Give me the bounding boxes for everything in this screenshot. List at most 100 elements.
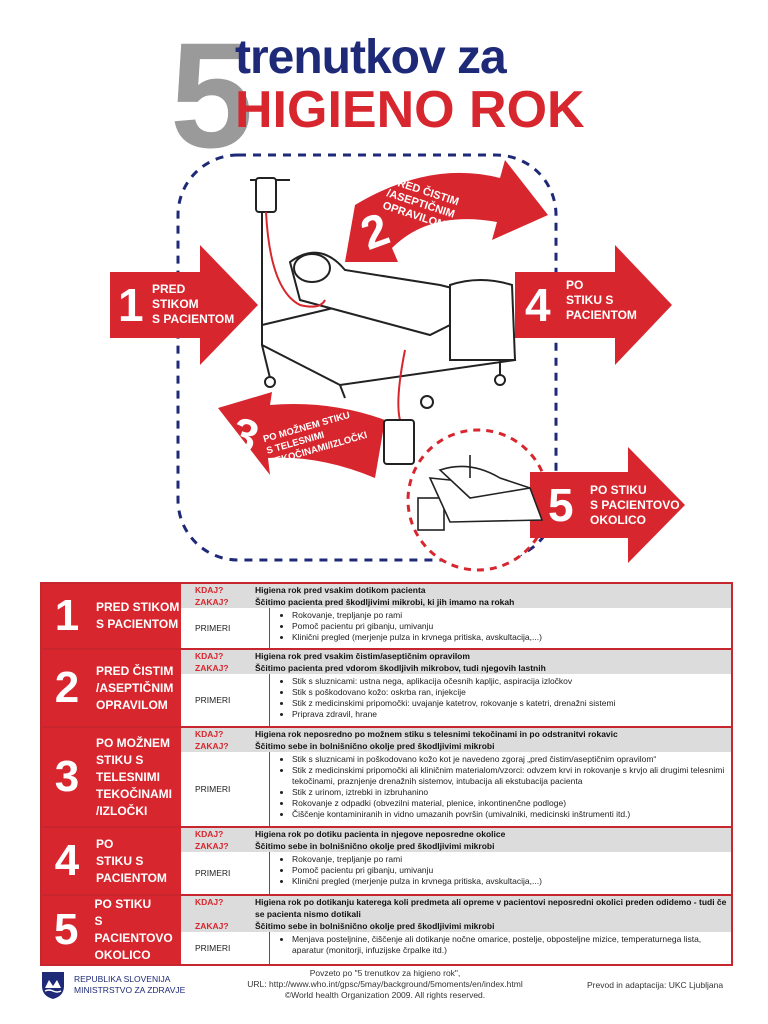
row-body: KDAJ?Higiena rok pred vsakim čistim/asep…	[181, 650, 731, 726]
when-text: Higiena rok po dotikanju katerega koli p…	[255, 897, 727, 919]
org-line-1: REPUBLIKA SLOVENIJA	[74, 974, 171, 984]
ministry-logo-block: REPUBLIKA SLOVENIJA MINISTRSTVO ZA ZDRAV…	[40, 970, 185, 1000]
examples-list: Rokovanje, trepljanje po rami Pomoč paci…	[270, 608, 542, 648]
moment-1-label-line: STIKOM	[152, 297, 199, 311]
arrow-1	[110, 245, 258, 365]
moment-1-label-line: PRED	[152, 282, 186, 296]
row-number: 3	[54, 752, 80, 801]
drain-bag-icon	[383, 419, 415, 465]
coat-of-arms-icon	[42, 972, 64, 999]
examples-label: PRIMERI	[181, 752, 270, 826]
moment-5-number: 5	[548, 479, 574, 531]
moment-1-label-line: S PACIENTOM	[152, 312, 235, 326]
why-label: ZAKAJ?	[195, 663, 229, 673]
source-line-2: URL: http://www.who.int/gpsc/5may/backgr…	[247, 979, 523, 989]
drain-line	[397, 349, 406, 421]
examples-block: PRIMERI Stik s sluznicami: ustna nega, a…	[181, 674, 731, 726]
row-body: KDAJ? Higiena rok pred vsakim dotikom pac…	[181, 584, 731, 648]
why-text: Ščitimo pacienta pred vdorom škodljivih …	[255, 663, 546, 673]
moment-4-number: 4	[525, 279, 551, 331]
why-text: Ščitimo pacienta pred škodljivimi mikrob…	[255, 597, 515, 607]
examples-list: Rokovanje, trepljanje po rami Pomoč paci…	[270, 852, 542, 894]
row-label-line: PO MOŽNEM	[96, 735, 170, 750]
ministry-text: REPUBLIKA SLOVENIJA MINISTRSTVO ZA ZDRAV…	[74, 974, 185, 996]
row-label-line: STIKU S	[96, 752, 144, 767]
moment-5-label-line: S PACIENTOVO	[590, 498, 680, 512]
example-item: Stik s sluznicami: ustna nega, aplikacij…	[292, 676, 615, 687]
why-text: Ščitimo sebe in bolnišnično okolje pred …	[255, 841, 495, 851]
source-credit: Povzeto po "5 trenutkov za higieno rok",…	[235, 968, 535, 1001]
moment-4-label: PO STIKU S PACIENTOM	[566, 278, 637, 323]
example-item: Stik z medicinskimi pripomočki: uvajanje…	[292, 698, 615, 709]
row-label-line: S PACIENTOM	[96, 617, 179, 631]
row-label-line: OPRAVILOM	[96, 697, 168, 712]
examples-label: PRIMERI	[181, 674, 270, 726]
row-label-line: /ASEPTIČNIM	[96, 680, 174, 695]
why-label: ZAKAJ?	[195, 921, 229, 931]
org-line-2: MINISTRSTVO ZA ZDRAVJE	[74, 985, 186, 995]
moment-4-label-line: STIKU S	[566, 293, 614, 307]
arrow-5	[530, 447, 685, 563]
example-item: Priprava zdravil, hrane	[292, 709, 615, 720]
examples-block: PRIMERI Rokovanje, trepljanje po rami Po…	[181, 852, 731, 894]
translation-credit: Prevod in adaptacija: UKC Ljubljana	[587, 980, 724, 990]
why-text: Ščitimo sebe in bolnišnično okolje pred …	[255, 921, 495, 931]
example-item: Stik s sluznicami in poškodovano kožo ko…	[292, 754, 731, 765]
why-text: Ščitimo sebe in bolnišnično okolje pred …	[255, 741, 495, 751]
source-line-3: ©World health Organization 2009. All rig…	[284, 990, 486, 1000]
when-why-block: KDAJ? Higiena rok pred vsakim dotikom pac…	[181, 584, 731, 608]
bed-illustration	[250, 177, 517, 409]
example-item: Klinični pregled (merjenje pulza in krvn…	[292, 876, 542, 887]
row-label-line: PO STIKU	[94, 897, 152, 911]
examples-label: PRIMERI	[181, 852, 270, 894]
title-line-1: trenutkov za	[235, 31, 507, 84]
when-why-block: KDAJ? Higiena rok po dotikanju katerega k…	[181, 896, 731, 932]
arrow-4	[515, 245, 672, 365]
row-label-line: PO	[96, 836, 114, 851]
examples-block: PRIMERI Menjava posteljnine, čiščenje al…	[181, 932, 731, 964]
table-row: 1 PRED STIKOM S PACIENTOM KDAJ?Higiena r…	[42, 584, 731, 650]
why-label: ZAKAJ?	[195, 741, 229, 751]
row-label-line: TEKOČINAMI	[96, 786, 172, 801]
example-item: Čiščenje kontaminiranih in vidno umazani…	[292, 809, 731, 820]
why-label: ZAKAJ?	[195, 597, 229, 607]
row-body: KDAJ?Higiena rok neposredno po možnem st…	[181, 728, 731, 826]
source-line-1: Povzeto po "5 trenutkov za higieno rok",	[309, 968, 461, 978]
examples-block: PRIMERI Stik s sluznicami in poškodovano…	[181, 752, 731, 826]
when-why-block: KDAJ?Higiena rok neposredno po možnem st…	[181, 728, 731, 752]
when-why-block: KDAJ?Higiena rok pred vsakim čistim/asep…	[181, 650, 731, 674]
arrow-2	[345, 160, 548, 262]
row-label-line: TELESNIMI	[96, 769, 161, 784]
moment-5-label-line: PO STIKU	[590, 483, 647, 497]
example-item: Rokovanje, trepljanje po rami	[292, 610, 542, 621]
when-label: KDAJ?	[195, 585, 224, 595]
moments-diagram	[110, 153, 685, 572]
table-row: 4 PO STIKU S PACIENTOM KDAJ?Higiena rok …	[42, 828, 731, 896]
row-label-line: /IZLOČKI	[96, 803, 148, 818]
title-number: 5	[170, 11, 254, 179]
row-label-line: S PACIENTOVO	[94, 914, 173, 945]
example-item: Rokovanje z odpadki (obvezilni material,…	[292, 798, 731, 809]
row-number: 4	[54, 836, 80, 885]
moment-4-label-line: PO	[566, 278, 584, 292]
moments-table: 1 PRED STIKOM S PACIENTOM KDAJ?Higiena r…	[40, 582, 733, 966]
when-text: Higiena rok pred vsakim dotikom pacienta	[255, 585, 426, 595]
examples-list: Stik s sluznicami: ustna nega, aplikacij…	[270, 674, 615, 726]
example-item: Stik z urinom, iztrebki in izbruhanino	[292, 787, 731, 798]
example-item: Menjava posteljnine, čiščenje ali dotika…	[292, 934, 731, 956]
table-row: 2 PRED ČISTIM /ASEPTIČNIM OPRAVILOM KDAJ…	[42, 650, 731, 728]
surroundings-bed-illustration	[417, 455, 544, 531]
moment-5-label: PO STIKU S PACIENTOVO OKOLICO	[590, 483, 680, 528]
example-item: Klinični pregled (merjenje pulza in krvn…	[292, 632, 542, 643]
patient-zone-outline	[176, 153, 558, 562]
examples-list: Stik s sluznicami in poškodovano kožo ko…	[270, 752, 731, 826]
example-item: Rokovanje, trepljanje po rami	[292, 854, 542, 865]
when-label: KDAJ?	[195, 897, 224, 907]
examples-list: Menjava posteljnine, čiščenje ali dotika…	[270, 932, 731, 964]
row-label-line: PRED ČISTIM	[96, 663, 174, 678]
moment-1-number: 1	[118, 279, 144, 331]
moment-4-label-line: PACIENTOM	[566, 308, 637, 322]
example-item: Stik z medicinskimi pripomočki ali klini…	[292, 765, 731, 787]
when-label: KDAJ?	[195, 829, 224, 839]
row-number: 1	[54, 591, 80, 640]
